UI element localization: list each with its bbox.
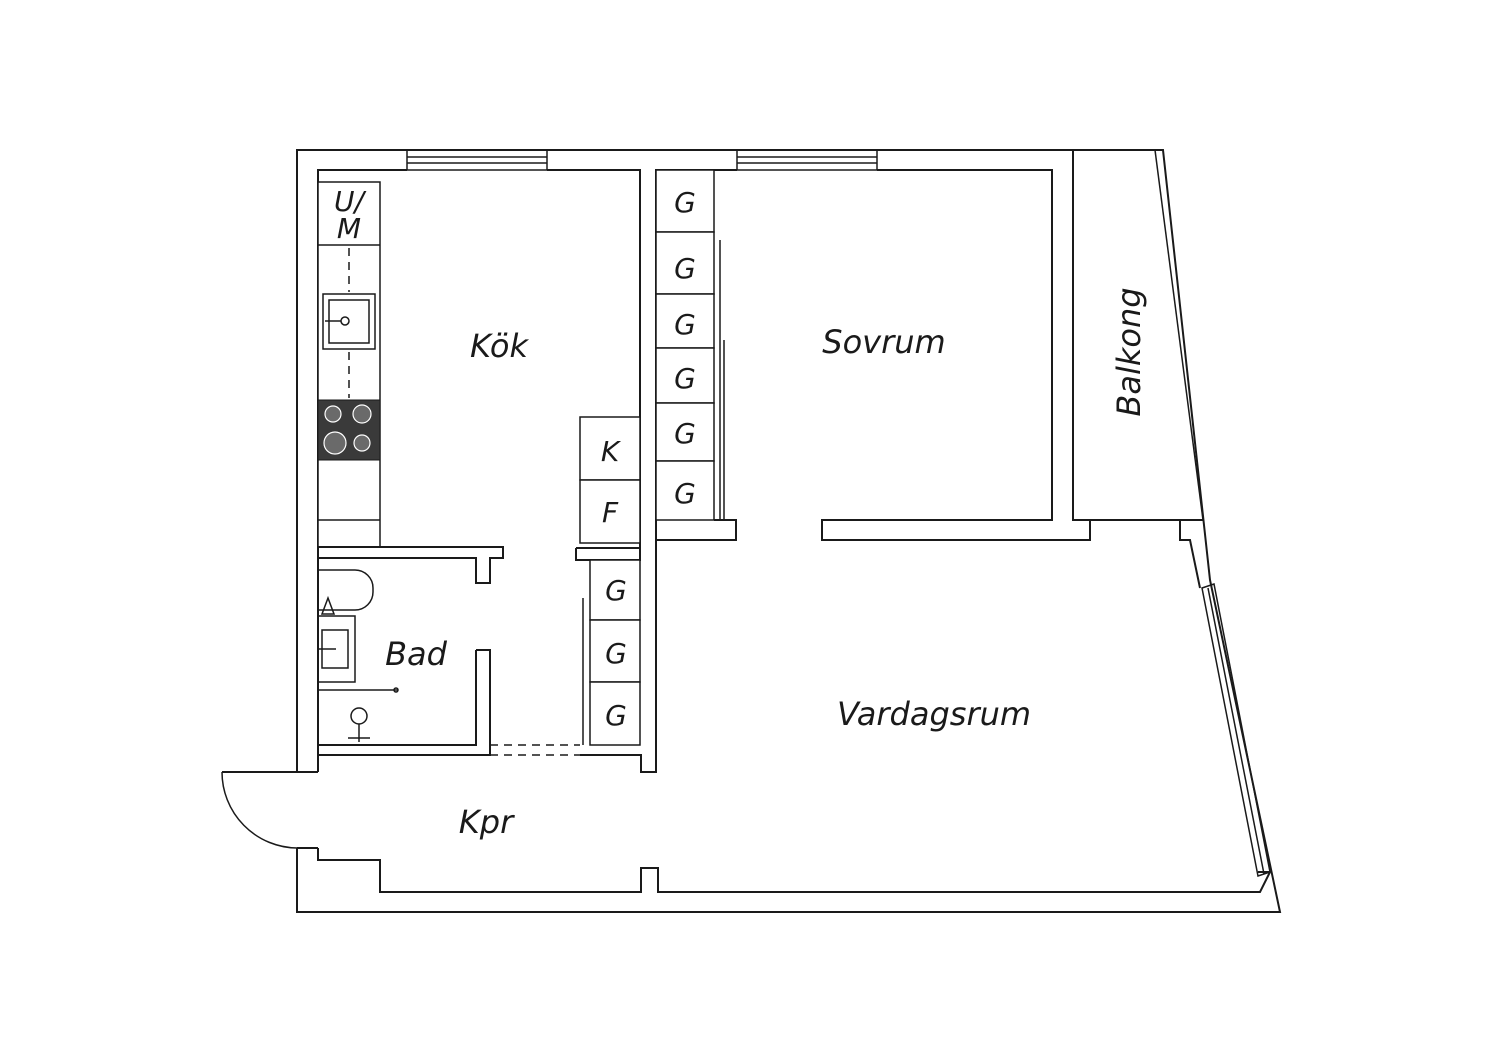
sink-icon (322, 293, 376, 350)
kitchen-bath-wall (317, 546, 504, 584)
wardrobe-label: G (605, 699, 627, 732)
wardrobe-label: G (674, 308, 696, 341)
freezer-label: F (602, 496, 619, 529)
stove-icon (317, 399, 381, 461)
wardrobe-label: G (674, 186, 696, 219)
window-bedroom (736, 149, 878, 171)
room-label-balcony: Balkong (1110, 287, 1148, 416)
wardrobe-label: G (674, 362, 696, 395)
window-kitchen (406, 149, 548, 171)
outer-walls (296, 149, 1282, 913)
bathroom-walls (318, 649, 491, 756)
wardrobe-label: G (674, 252, 696, 285)
wardrobe-label: G (674, 417, 696, 450)
wardrobe-column-lower (582, 559, 641, 746)
washbasin-icon (317, 595, 356, 683)
window-living-room (1201, 583, 1271, 877)
shower-icon (318, 687, 399, 742)
room-label-bathroom: Bad (385, 635, 448, 673)
wardrobe-label: G (605, 574, 627, 607)
room-label-hall: Kpr (459, 803, 515, 841)
wardrobe-label: G (605, 637, 627, 670)
room-label-kitchen: Kök (470, 327, 529, 365)
corridor-opening (490, 744, 580, 756)
room-label-bedroom: Sovrum (822, 323, 945, 361)
entrance-door[interactable] (221, 771, 318, 849)
wardrobe-label: G (674, 477, 696, 510)
room-label-living-room: Vardagsrum (837, 695, 1031, 733)
balcony-rail (1154, 149, 1204, 521)
washer-label-line2: M (337, 212, 361, 245)
wardrobe-column-upper (655, 169, 737, 541)
fridge-label: K (601, 435, 622, 468)
kitchen-counter (317, 181, 381, 548)
toilet-icon (318, 569, 374, 611)
washer-label-line1: U/ (334, 185, 366, 218)
